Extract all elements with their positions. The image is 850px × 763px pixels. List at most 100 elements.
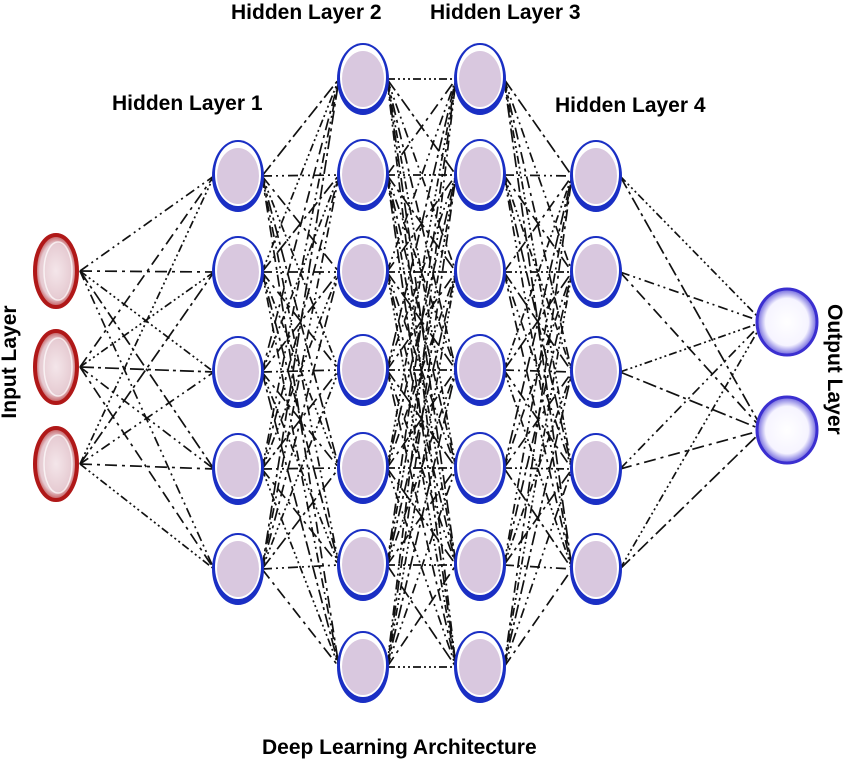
connection-line xyxy=(619,429,764,570)
hidden-neuron xyxy=(454,236,506,308)
connection-line xyxy=(503,371,573,668)
connection-line xyxy=(79,270,215,273)
output-layer-label: Output Layer xyxy=(823,304,846,435)
connection-line xyxy=(261,78,340,470)
hidden-neuron xyxy=(212,140,264,212)
hidden-neuron xyxy=(212,533,264,605)
hidden-neuron xyxy=(454,43,506,115)
connection-line xyxy=(503,369,573,570)
hidden-neuron xyxy=(212,236,264,308)
output-neuron xyxy=(755,395,819,465)
connection-line xyxy=(386,174,457,469)
connection-line xyxy=(503,78,573,177)
input-neuron xyxy=(33,329,79,405)
connection-line xyxy=(261,174,340,570)
connection-line xyxy=(503,78,573,373)
connection-line xyxy=(386,271,457,668)
connection-line xyxy=(503,78,573,470)
connection-line xyxy=(503,271,573,469)
connection-line xyxy=(261,271,340,668)
hidden-neuron xyxy=(337,432,389,504)
connection-line xyxy=(261,371,340,566)
hidden-neuron xyxy=(570,433,622,505)
hidden-neuron xyxy=(454,529,506,601)
connection-line xyxy=(386,78,457,273)
connection-line xyxy=(386,78,457,176)
connection-line xyxy=(503,468,573,668)
hidden-neuron xyxy=(454,432,506,504)
hidden-layer-3-label: Hidden Layer 3 xyxy=(430,1,581,24)
neurons xyxy=(33,43,819,703)
input-neuron xyxy=(33,426,79,502)
connection-line xyxy=(261,78,340,373)
connection-line xyxy=(261,78,340,273)
connection-line xyxy=(619,175,764,431)
connection-line xyxy=(386,174,457,566)
connection-line xyxy=(261,468,340,668)
connection-line xyxy=(79,175,215,272)
hidden-neuron xyxy=(570,236,622,308)
connection-line xyxy=(503,175,573,273)
connection-line xyxy=(386,564,457,668)
connection-line xyxy=(619,271,764,323)
connection-line xyxy=(261,467,340,570)
connection-line xyxy=(503,174,573,373)
hidden-neuron xyxy=(212,336,264,408)
hidden-neuron xyxy=(570,336,622,408)
connection-line xyxy=(503,568,573,668)
connection-line xyxy=(261,271,340,570)
connection-line xyxy=(503,78,573,570)
connection-line xyxy=(619,321,764,373)
connection-line xyxy=(79,271,215,465)
hidden-neuron xyxy=(570,140,622,212)
connection-line xyxy=(619,321,764,470)
connection-line xyxy=(619,429,764,470)
connection-line xyxy=(386,78,457,668)
connection-line xyxy=(261,78,340,570)
caption: Deep Learning Architecture xyxy=(262,736,537,759)
connection-line xyxy=(503,467,573,470)
input-layer-label: Input Layer xyxy=(0,305,21,419)
connection-line xyxy=(386,78,457,273)
connection-line xyxy=(79,270,215,570)
connection-line xyxy=(261,468,340,566)
connection-line xyxy=(503,271,573,668)
connection-line xyxy=(261,78,340,177)
connection-line xyxy=(386,174,457,371)
connection-line xyxy=(79,366,215,570)
hidden-neuron xyxy=(454,139,506,211)
connection-line xyxy=(386,467,457,668)
connection-line xyxy=(386,271,457,668)
connection-line xyxy=(261,174,340,470)
connection-line xyxy=(619,321,764,570)
hidden-neuron xyxy=(212,433,264,505)
hidden-neuron xyxy=(570,533,622,605)
connection-line xyxy=(79,371,215,465)
hidden-layer-4-label: Hidden Layer 4 xyxy=(555,94,706,117)
connection-line xyxy=(261,568,340,668)
connection-line xyxy=(619,371,764,431)
hidden-neuron xyxy=(337,631,389,703)
connection-line xyxy=(261,271,340,371)
hidden-neuron xyxy=(337,334,389,406)
hidden-neuron xyxy=(454,334,506,406)
connection-line xyxy=(79,366,215,373)
connection-line xyxy=(386,78,457,469)
hidden-neuron xyxy=(337,236,389,308)
connection-line xyxy=(386,78,457,668)
connection-line xyxy=(386,369,457,566)
connection-line xyxy=(386,271,457,469)
connection-line xyxy=(261,175,340,668)
connection-line xyxy=(79,463,215,470)
input-neuron xyxy=(33,233,79,309)
hidden-layer-1-label: Hidden Layer 1 xyxy=(112,92,263,115)
connection-line xyxy=(386,369,457,566)
hidden-layer-2-label: Hidden Layer 2 xyxy=(231,1,382,24)
connection-line xyxy=(386,78,457,566)
hidden-neuron xyxy=(337,529,389,601)
connection-line xyxy=(619,175,764,323)
connection-line xyxy=(503,174,573,570)
connection-line xyxy=(503,371,573,469)
hidden-neuron xyxy=(454,631,506,703)
